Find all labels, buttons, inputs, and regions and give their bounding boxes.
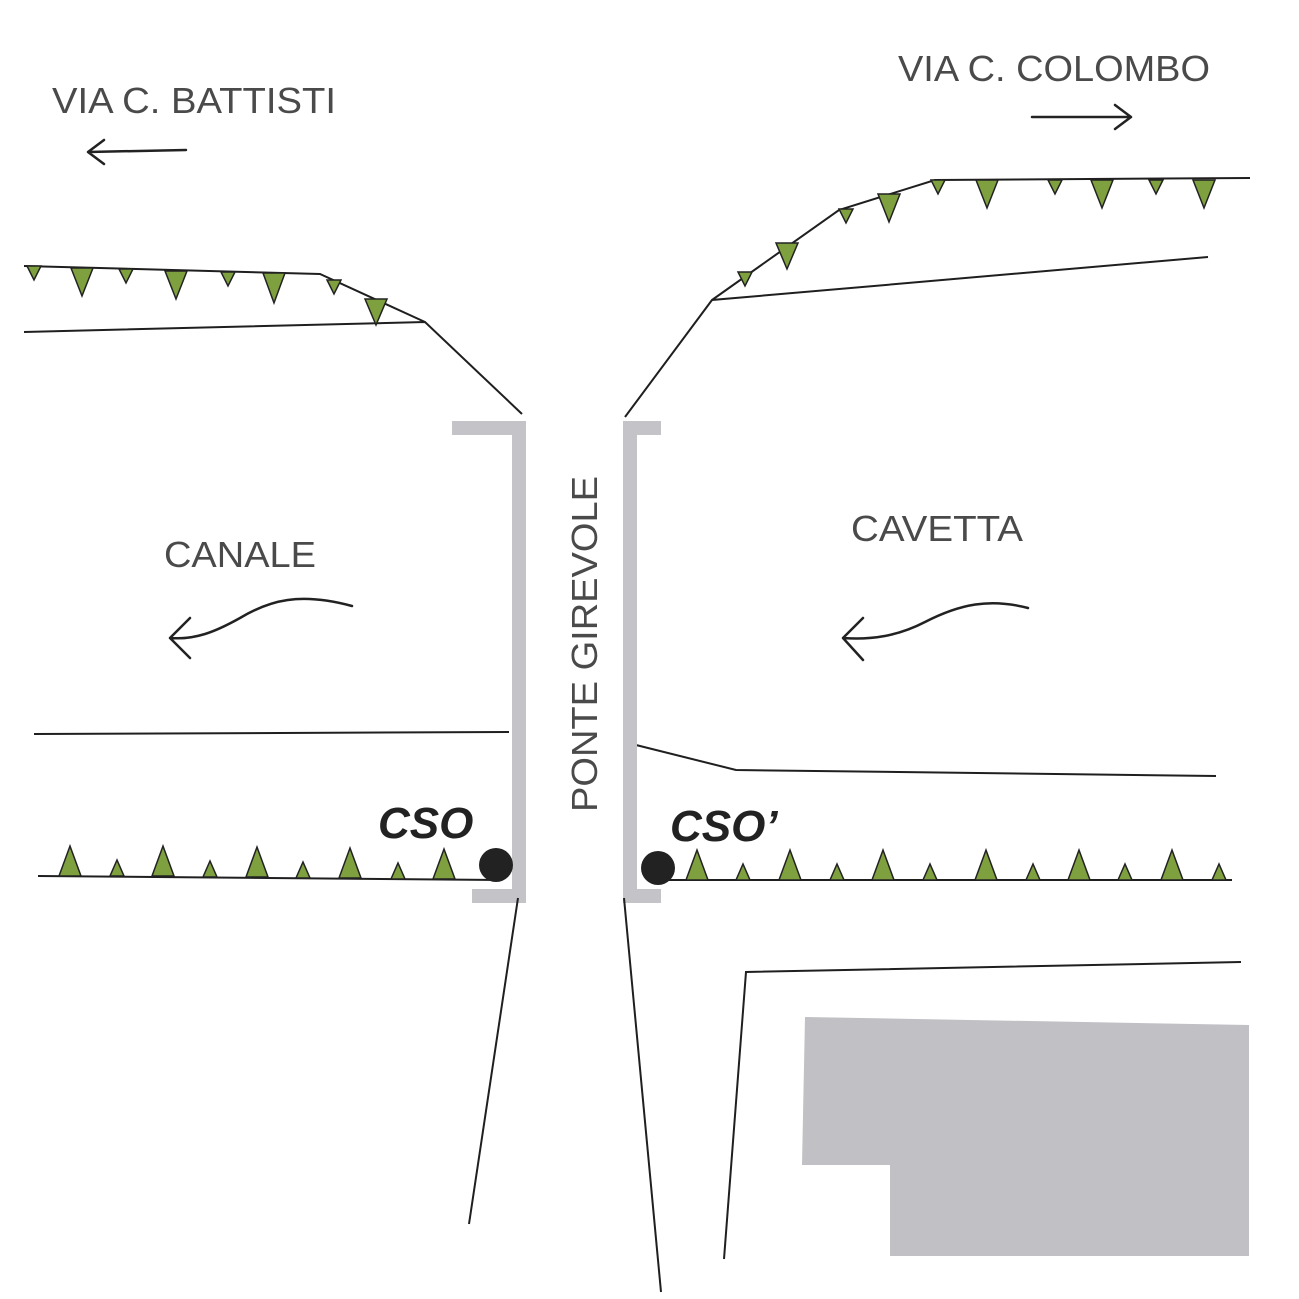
slope-triangle bbox=[837, 208, 855, 225]
cso-right-point bbox=[641, 851, 675, 885]
slope-triangle bbox=[244, 844, 270, 878]
label-via-colombo: VIA C. COLOMBO bbox=[898, 48, 1210, 89]
slope-triangle bbox=[261, 272, 287, 306]
slope-triangle bbox=[363, 298, 389, 327]
slope-triangle bbox=[974, 179, 1000, 211]
label-cso-left: CSO bbox=[378, 799, 473, 848]
arrow-right-icon bbox=[1030, 103, 1133, 131]
bank-slope-markers-upper-right bbox=[736, 179, 1217, 288]
bridge-right-wall bbox=[623, 421, 661, 903]
label-ponte-girevole: PONTE GIREVOLE bbox=[564, 476, 605, 812]
slope-triangle bbox=[431, 846, 457, 880]
building-block bbox=[802, 1017, 1249, 1256]
slope-triangle bbox=[57, 843, 83, 877]
label-via-battisti: VIA C. BATTISTI bbox=[52, 80, 336, 121]
slope-triangle bbox=[150, 843, 176, 877]
slope-triangle bbox=[294, 860, 312, 879]
slope-triangle bbox=[921, 862, 939, 881]
slope-triangle bbox=[828, 862, 846, 881]
slope-triangle bbox=[1159, 847, 1185, 881]
bank-slope-markers-upper-left bbox=[25, 265, 389, 327]
slope-triangle bbox=[201, 859, 219, 878]
slope-triangle bbox=[973, 847, 999, 881]
slope-triangle bbox=[1024, 862, 1042, 881]
road-left-edge bbox=[468, 897, 519, 1225]
slope-triangle bbox=[736, 271, 754, 288]
slope-triangle bbox=[876, 193, 902, 225]
slope-triangle bbox=[69, 267, 95, 299]
flow-arrow-cavetta-icon bbox=[841, 601, 1030, 662]
upper-right-embankment bbox=[624, 177, 1251, 418]
lower-right-embankment bbox=[660, 847, 1232, 881]
slope-triangle bbox=[163, 270, 189, 302]
slope-triangle bbox=[929, 179, 947, 196]
bank-slope-markers-lower-right bbox=[684, 847, 1228, 881]
label-cavetta: CAVETTA bbox=[851, 508, 1023, 549]
arrow-left-icon bbox=[86, 138, 188, 166]
slope-triangle bbox=[325, 279, 343, 296]
slope-triangle bbox=[1046, 179, 1064, 196]
slope-triangle bbox=[219, 271, 237, 288]
bank-slope-markers-lower-left bbox=[57, 843, 457, 880]
slope-triangle bbox=[734, 862, 752, 881]
slope-triangle bbox=[870, 847, 896, 881]
label-cso-right: CSO’ bbox=[670, 802, 778, 851]
slope-triangle bbox=[337, 845, 363, 879]
lower-left-embankment bbox=[37, 843, 501, 881]
slope-triangle bbox=[684, 847, 710, 881]
slope-triangle bbox=[25, 265, 43, 282]
canale-bank-line bbox=[33, 731, 510, 735]
slope-triangle bbox=[1210, 862, 1228, 881]
bridge-left-wall bbox=[452, 421, 526, 903]
cavetta-bank-line bbox=[635, 744, 1217, 777]
road-corner-line bbox=[723, 961, 1242, 1260]
slope-triangle bbox=[117, 268, 135, 285]
slope-triangle bbox=[777, 847, 803, 881]
upper-left-embankment bbox=[23, 265, 523, 415]
cso-left-point bbox=[479, 848, 513, 882]
flow-arrow-canale-icon bbox=[168, 597, 354, 660]
road-right-edge bbox=[623, 897, 662, 1293]
slope-triangle bbox=[389, 861, 407, 880]
slope-triangle bbox=[1066, 847, 1092, 881]
slope-triangle bbox=[108, 858, 126, 877]
slope-triangle bbox=[1089, 179, 1115, 211]
slope-triangle bbox=[1147, 179, 1165, 196]
label-canale: CANALE bbox=[164, 534, 316, 575]
slope-triangle bbox=[1116, 862, 1134, 881]
slope-triangle bbox=[774, 242, 800, 271]
slope-triangle bbox=[1191, 179, 1217, 211]
